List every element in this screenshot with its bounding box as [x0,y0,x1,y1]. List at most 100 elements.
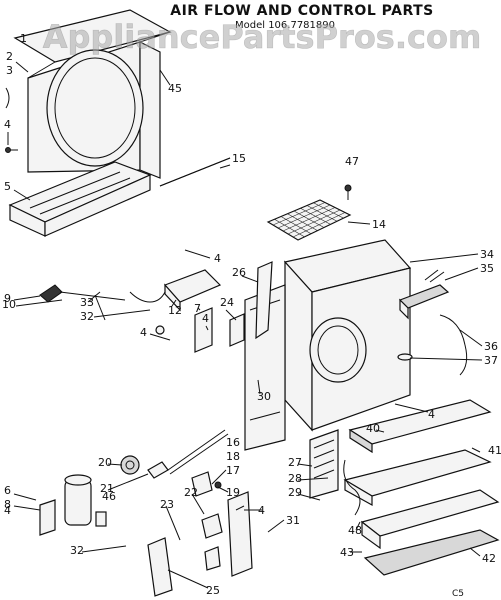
callout-leader-20 [149,333,171,341]
callout-label-23: 23 [160,498,174,511]
callout-label-17: 17 [226,464,240,477]
callout-label-36: 36 [484,340,498,353]
screw-set-left [5,87,18,153]
callout-leader-36 [297,493,321,501]
callout-label-20: 20 [98,456,112,469]
callout-label-42: 42 [482,552,496,565]
callout-leader-44 [267,519,285,533]
callout-leader-34 [297,463,313,467]
callout-leader-45 [355,521,361,531]
callout-leader-23 [409,357,483,361]
callout-leader-42 [165,505,181,541]
control-bracket [398,269,450,320]
callout-leader-48 [167,569,209,589]
callout-label-3: 3 [6,64,13,77]
callout-leader-13 [13,295,41,301]
callout-leader-32 [375,429,385,433]
callout-leader-1 [15,61,29,73]
base-tray [8,161,152,237]
drain-tube [343,459,361,516]
callout-label-19: 19 [226,486,240,499]
callout-label-48: 48 [348,524,362,537]
callout-leader-10 [241,275,259,283]
callout-leader-17 [171,299,177,307]
callout-label-2: 2 [6,50,13,63]
callout-label-4: 4 [258,504,265,517]
callout-label-21: 21 [100,482,114,495]
callout-label-34: 34 [480,248,494,261]
callout-label-41: 41 [488,444,501,457]
callout-label-30: 30 [257,390,271,403]
callout-label-40: 40 [366,422,380,435]
callout-leader-22 [459,329,483,347]
callout-label-18: 18 [226,450,240,463]
callout-leader-33 [471,447,481,453]
callout-leader-5 [159,69,171,86]
model-number: Model 106.7781890 [235,20,335,31]
callout-label-4: 4 [4,118,11,131]
front-panel-frame [13,9,172,179]
capacitor [39,474,107,536]
callout-leader-4 [13,189,31,201]
callout-label-35: 35 [480,262,494,275]
callout-label-47: 47 [345,155,359,168]
callout-leader-28 [211,469,227,485]
callout-leader-21 [205,325,209,331]
callout-label-29: 29 [288,486,302,499]
callout-leader-37 [13,493,37,501]
callout-leader-41 [191,493,205,515]
rod [159,157,231,187]
shroud-piece [163,269,222,312]
callout-leader-38 [13,505,41,511]
callout-leader-15 [87,291,101,303]
callout-label-33: 33 [80,296,94,309]
callout-label-32: 32 [80,310,94,323]
callout-label-24: 24 [220,296,234,309]
callout-leader-30 [217,486,229,493]
callout-label-4: 4 [140,326,147,339]
filter-trays [343,399,500,576]
callout-label-43: 43 [340,546,354,559]
callout-label-9: 9 [4,292,11,305]
callout-label-31: 31 [286,514,300,527]
callout-label-32: 32 [70,544,84,557]
rear-bracket [255,261,273,340]
watermark: AppliancePartsPros.com [43,18,482,56]
callout-label-10: 10 [2,298,16,311]
control-panel-front [147,491,253,597]
callout-leader-12 [444,267,479,281]
callout-leader-19 [225,309,237,321]
callout-leader-14 [15,299,63,307]
callout-leader-9 [184,249,211,259]
callout-label-4: 4 [4,504,11,517]
air-duct-housing [244,239,412,451]
relay-switch [201,513,223,571]
callout-label-12: 12 [168,304,182,317]
callout-label-5: 5 [4,180,11,193]
callout-leader-25 [394,403,429,413]
callout-label-7: 7 [194,302,201,315]
callout-label-28: 28 [288,472,302,485]
switch-bracket [194,307,245,353]
callout-label-27: 27 [288,456,302,469]
louver-grille [309,429,339,499]
callout-leader-11 [409,253,479,263]
callout-label-37: 37 [484,354,498,367]
callout-leader-49 [469,547,481,557]
callout-leader-31 [107,473,149,491]
callout-leader-29 [107,463,123,466]
callout-label-26: 26 [232,266,246,279]
callout-label-8: 8 [4,498,11,511]
thermostat-bulb [397,314,468,376]
callout-label-6: 6 [4,484,11,497]
callout-label-14: 14 [372,218,386,231]
callout-label-25: 25 [206,584,220,597]
callout-label-46: 46 [102,490,116,503]
callout-leader-16 [93,309,151,318]
callout-label-4: 4 [428,408,435,421]
diagram-title: AIR FLOW AND CONTROL PARTS [170,3,433,19]
callout-label-4: 4 [214,252,221,265]
fan-motor-parts [120,429,229,497]
